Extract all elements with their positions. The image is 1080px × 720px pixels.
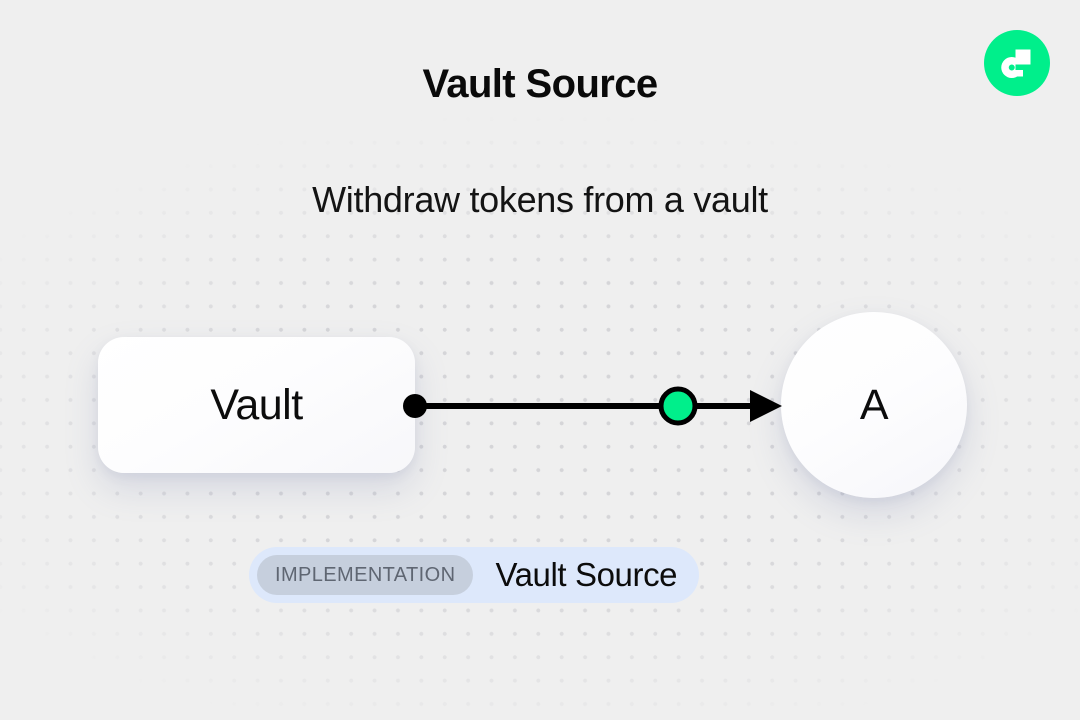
implementation-tag-label: IMPLEMENTATION: [257, 555, 474, 595]
source-handle-dot[interactable]: [403, 394, 427, 418]
arrow-head-icon: [750, 390, 782, 422]
node-vault-label: Vault: [210, 380, 303, 429]
flow-logo-icon: [984, 30, 1050, 96]
page-subtitle: Withdraw tokens from a vault: [312, 179, 768, 220]
implementation-name-label: Vault Source: [495, 556, 678, 593]
node-vault[interactable]: Vault: [98, 337, 415, 473]
edge-midpoint-dot[interactable]: [658, 386, 698, 426]
node-a[interactable]: A: [781, 312, 967, 498]
page-title: Vault Source: [422, 62, 658, 106]
implementation-badge[interactable]: IMPLEMENTATION Vault Source: [249, 547, 700, 603]
node-a-label: A: [859, 380, 889, 429]
